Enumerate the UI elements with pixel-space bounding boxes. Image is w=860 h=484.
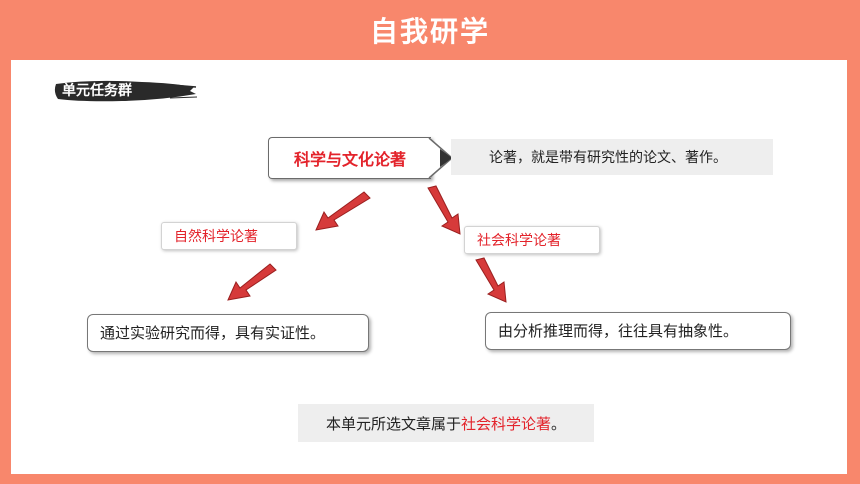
- arrow-natural-desc-icon: [227, 263, 277, 301]
- social-science-tag: 社会科学论著: [464, 226, 600, 254]
- ink-brush-stroke: [54, 80, 198, 102]
- arrow-to-natural-icon: [315, 191, 371, 231]
- conclusion-highlight: 社会科学论著: [460, 414, 551, 433]
- conclusion-box: 本单元所选文章属于社会科学论著。: [298, 404, 594, 442]
- page-title: 自我研学: [369, 15, 490, 48]
- conclusion-suffix: 。: [551, 414, 567, 433]
- arrow-social-desc-icon: [475, 257, 507, 303]
- section-label: 单元任务群: [62, 83, 132, 99]
- natural-science-description: 通过实验研究而得，具有实证性。: [87, 314, 369, 352]
- arrow-to-social-icon: [427, 185, 461, 235]
- definition-text: 论著，就是带有研究性的论文、著作。: [451, 139, 773, 175]
- conclusion-prefix: 本单元所选文章属于: [325, 414, 461, 433]
- social-science-description: 由分析推理而得，往往具有抽象性。: [485, 312, 791, 350]
- main-topic-box: 科学与文化论著: [268, 137, 431, 179]
- natural-science-tag: 自然科学论著: [161, 222, 297, 250]
